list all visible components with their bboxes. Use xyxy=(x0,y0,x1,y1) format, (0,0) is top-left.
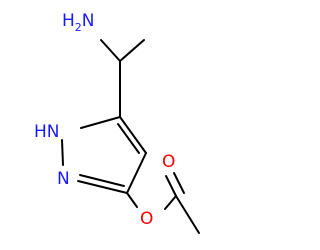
ring-n-label: N xyxy=(57,169,70,189)
bond-c-o-double-a xyxy=(165,175,177,197)
molecule-structure-diagram: H2N HN N O O xyxy=(34,11,200,234)
bond-c3-o xyxy=(126,192,138,208)
bond-c3-c4 xyxy=(126,152,147,194)
bond-c4-c5 xyxy=(119,116,147,154)
bonds xyxy=(61,39,200,234)
bond-o-c xyxy=(164,195,177,210)
ring-nh-label: HN xyxy=(34,122,60,142)
amine-label: H2N xyxy=(62,11,95,34)
bond-c-ch3 xyxy=(175,195,200,234)
carbonyl-oxygen-label: O xyxy=(162,152,175,172)
bond-c5-n1 xyxy=(80,116,121,129)
bond-n1-n2 xyxy=(61,139,64,166)
ester-oxygen-label: O xyxy=(140,209,153,229)
bond-ch2-nh2 xyxy=(119,39,145,62)
bond-n2-c3-double xyxy=(79,174,125,187)
bond-c4-c5-double xyxy=(117,123,140,154)
bond-n2-c3 xyxy=(77,180,128,194)
bond-ch2-amine xyxy=(100,39,121,62)
atom-labels: H2N HN N O O xyxy=(34,11,175,229)
bond-c-o-double-b xyxy=(173,172,185,194)
